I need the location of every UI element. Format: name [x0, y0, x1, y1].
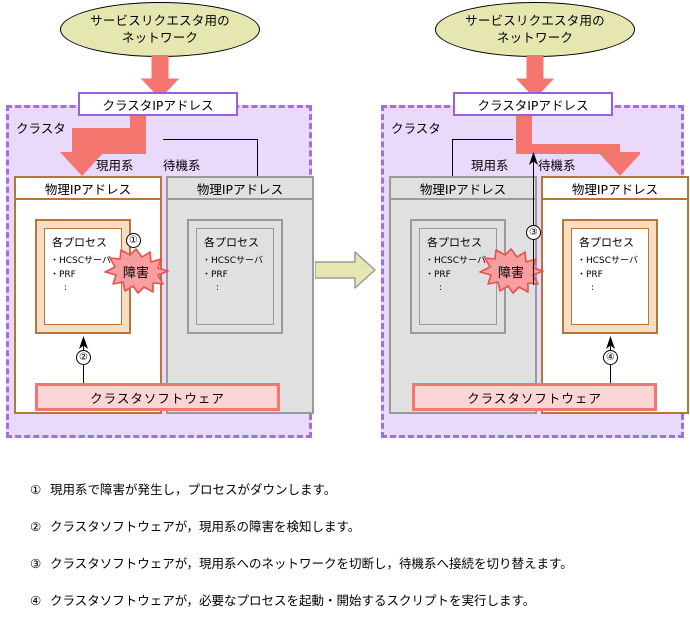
failed-process-title-right: 各プロセス	[427, 236, 482, 249]
process-item-2: ・PRF	[202, 269, 228, 280]
failed-process-list-right: ・HCSCサーバ ・PRF :	[420, 250, 496, 296]
software-to-process-arrowhead-right	[605, 334, 616, 349]
cluster-software-bar-left: クラスタソフトウェア	[35, 383, 280, 411]
standby-process-list-left: ・HCSCサーバ ・PRF :	[197, 250, 273, 296]
active-physical-ip-label-left: 物理IPアドレス	[16, 178, 160, 200]
legend-item: ③ クラスタソフトウェアが，現用系へのネットワークを切断し，待機系へ接続を切り替…	[30, 556, 670, 571]
process-item-2: ・PRF	[577, 269, 603, 280]
step-marker-1-left: ①	[126, 233, 141, 248]
failure-burst-left: 障害	[103, 248, 169, 294]
failed-physical-ip-label-right: 物理IPアドレス	[391, 178, 535, 200]
process-item-1: ・HCSCサーバ	[50, 256, 111, 266]
step-marker-3-right: ③	[526, 225, 541, 240]
failed-process-inner-right: 各プロセス ・HCSCサーバ ・PRF :	[419, 228, 497, 325]
process-item-2: ・PRF	[425, 269, 451, 280]
standby-system-label-left: 待機系	[163, 158, 201, 173]
failure-burst-right: 障害	[478, 248, 544, 294]
failure-label-right: 障害	[497, 265, 524, 281]
standby-process-inner-left: 各プロセス ・HCSCサーバ ・PRF :	[196, 228, 274, 325]
legend-text: クラスタソフトウェアが，現用系の障害を検知します。	[50, 519, 361, 534]
failover-transition-arrow	[315, 250, 377, 290]
process-item-3: :	[439, 283, 443, 293]
active-process-title-left: 各プロセス	[52, 236, 107, 249]
cluster-software-label-left: クラスタソフトウェア	[90, 390, 225, 406]
network-label-line2: ネットワーク	[496, 29, 574, 45]
network-label-line1: サービスリクエスタ用の	[90, 12, 230, 28]
clusterip-to-standby-arrow-right	[516, 116, 640, 178]
clusterip-to-active-line-v-right	[452, 139, 453, 179]
standby-physical-ip-label-left: 物理IPアドレス	[168, 178, 312, 200]
active-process-inner-left: 各プロセス ・HCSCサーバ ・PRF :	[44, 228, 122, 325]
legend-number: ③	[30, 556, 42, 571]
cluster-software-bar-right: クラスタソフトウェア	[412, 383, 657, 411]
network-to-clusterip-arrow-left	[141, 55, 179, 99]
step-marker-2-left: ②	[76, 350, 91, 365]
requester-network-ellipse-right: サービスリクエスタ用の ネットワーク	[435, 2, 635, 57]
failure-label-left: 障害	[122, 265, 149, 281]
standby-system-label-right: 待機系	[538, 158, 576, 173]
legend-item: ① 現用系で障害が発生し，プロセスがダウンします。	[30, 482, 670, 497]
clusterip-to-active-line-h-right	[452, 139, 513, 140]
legend-number: ④	[30, 593, 42, 608]
legend-text: 現用系で障害が発生し，プロセスがダウンします。	[50, 482, 337, 497]
legend-number: ①	[30, 482, 42, 497]
clusterip-to-standby-line-h-left	[163, 139, 258, 140]
cluster-ip-box-right: クラスタIPアドレス	[453, 92, 613, 116]
cluster-region-label-right: クラスタ	[391, 121, 441, 136]
network-to-clusterip-arrow-right	[516, 55, 554, 99]
process-item-1: ・HCSCサーバ	[577, 256, 638, 266]
active-process-list-left: ・HCSCサーバ ・PRF :	[45, 250, 121, 296]
cluster-ip-label: クラスタIPアドレス	[102, 97, 214, 113]
network-label-line2: ネットワーク	[121, 29, 199, 45]
cluster-ip-label: クラスタIPアドレス	[477, 97, 589, 113]
promoted-process-title-right: 各プロセス	[579, 236, 634, 249]
promoted-process-inner-right: 各プロセス ・HCSCサーバ ・PRF :	[571, 228, 649, 325]
network-label-line1: サービスリクエスタ用の	[465, 12, 605, 28]
promoted-process-list-right: ・HCSCサーバ ・PRF :	[572, 250, 648, 296]
network-switch-line-right	[533, 160, 534, 285]
process-item-1: ・HCSCサーバ	[425, 256, 486, 266]
legend-text: クラスタソフトウェアが，現用系へのネットワークを切断し，待機系へ接続を切り替えま…	[50, 556, 573, 571]
active-system-label-left: 現用系	[96, 158, 134, 173]
promoted-physical-ip-label-right: 物理IPアドレス	[543, 178, 687, 200]
process-item-2: ・PRF	[50, 269, 76, 280]
clusterip-to-standby-line-v-left	[257, 139, 258, 179]
active-system-label-right: 現用系	[471, 158, 509, 173]
legend-number: ②	[30, 519, 42, 534]
process-item-1: ・HCSCサーバ	[202, 256, 263, 266]
legend-text: クラスタソフトウェアが，必要なプロセスを起動・開始するスクリプトを実行します。	[50, 593, 536, 608]
cluster-ip-box-left: クラスタIPアドレス	[78, 92, 238, 116]
legend-item: ② クラスタソフトウェアが，現用系の障害を検知します。	[30, 519, 670, 534]
process-item-3: :	[216, 283, 220, 293]
cluster-region-label-left: クラスタ	[16, 121, 66, 136]
process-item-3: :	[591, 283, 595, 293]
standby-process-title-left: 各プロセス	[204, 236, 259, 249]
legend-item: ④ クラスタソフトウェアが，必要なプロセスを起動・開始するスクリプトを実行します…	[30, 593, 670, 608]
legend: ① 現用系で障害が発生し，プロセスがダウンします。 ② クラスタソフトウェアが，…	[30, 482, 670, 630]
software-to-process-arrowhead-left	[78, 334, 89, 349]
requester-network-ellipse-left: サービスリクエスタ用の ネットワーク	[60, 2, 260, 57]
process-item-3: :	[64, 283, 68, 293]
cluster-software-label-right: クラスタソフトウェア	[467, 390, 602, 406]
network-switch-arrowhead-right	[528, 150, 539, 165]
step-marker-4-right: ④	[603, 350, 618, 365]
clusterip-to-active-arrow-left	[52, 116, 162, 178]
